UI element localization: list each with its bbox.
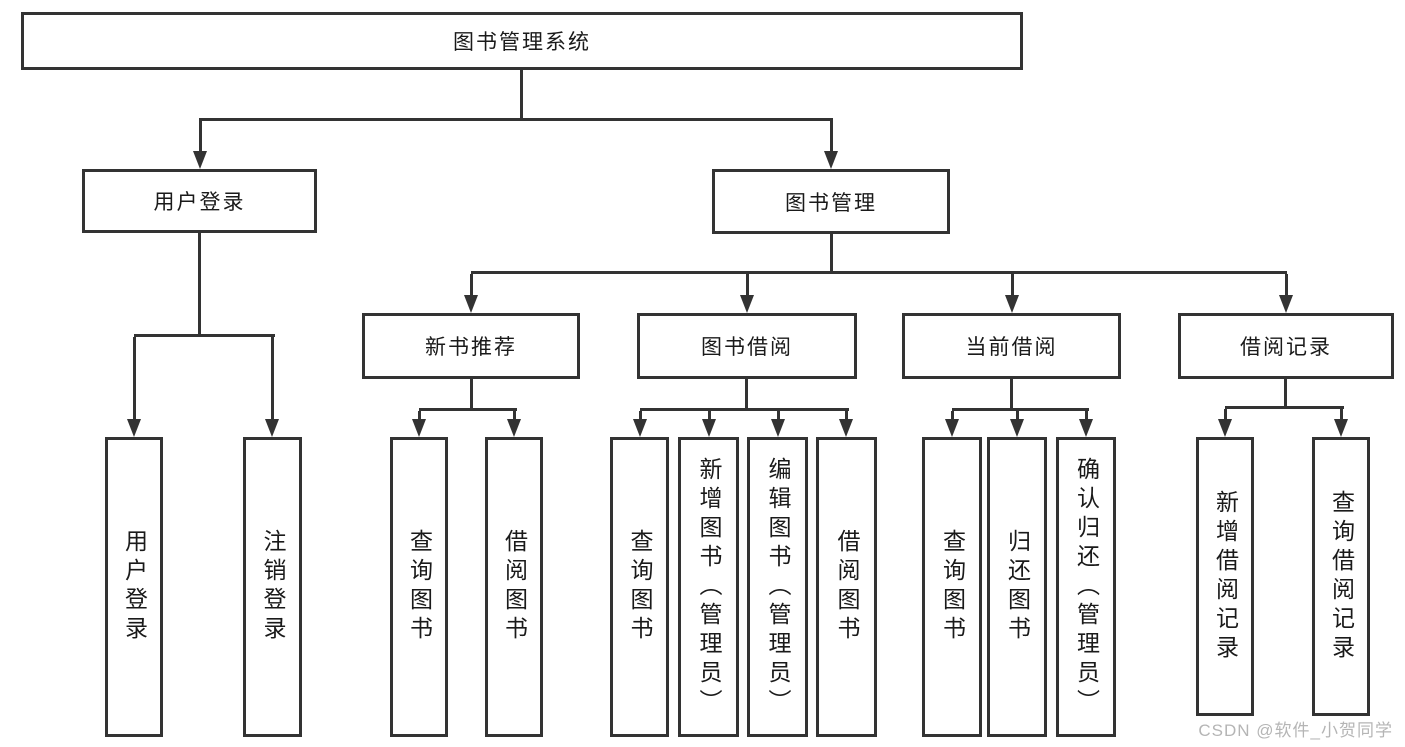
node-new-book-recommend-label: 新书推荐 [425,336,517,359]
leaf-bb-borrow-books: 借阅图书 [816,437,877,737]
arrow-to-br-query-record [1334,409,1348,437]
leaf-user-login: 用户登录 [105,437,163,737]
leaf-bb-borrow-books-label: 借阅图书 [834,529,860,645]
arrow-to-bb-borrow-books [839,411,853,437]
node-root: 图书管理系统 [21,12,1023,70]
connector-bb-stem [745,379,748,408]
node-book-management: 图书管理 [712,169,950,234]
arrow-to-current-borrowing [1005,274,1019,313]
arrow-to-nbr-query-books [412,411,426,437]
arrow-to-cb-query-books [945,411,959,437]
node-current-borrowing-label: 当前借阅 [965,336,1058,359]
leaf-nbr-borrow-books: 借阅图书 [485,437,543,737]
arrow-to-leaf-logout [265,337,279,437]
node-borrowing-records-label: 借阅记录 [1240,336,1332,359]
leaf-bb-edit-books-label: 编辑图书（管理员） [765,456,791,718]
leaf-nbr-query-books: 查询图书 [390,437,448,737]
arrow-to-new-book-recommend [464,274,478,313]
node-new-book-recommend: 新书推荐 [362,313,580,379]
connector-nbr-stem [470,379,473,408]
leaf-br-add-record-label: 新增借阅记录 [1212,489,1239,664]
node-book-management-label: 图书管理 [785,191,877,215]
node-user-login: 用户登录 [82,169,317,233]
connector-br-rail [1225,406,1344,409]
connector-book-management-rail [471,271,1287,274]
leaf-logout: 注销登录 [243,437,302,737]
connector-bb-rail [640,408,849,411]
arrow-to-user-login [193,121,207,169]
connector-user-login-rail [134,334,275,337]
node-root-label: 图书管理系统 [453,31,591,54]
leaf-br-query-record: 查询借阅记录 [1312,437,1370,716]
leaf-nbr-borrow-books-label: 借阅图书 [501,529,528,645]
connector-br-stem [1284,379,1287,406]
arrow-to-cb-return-books [1010,411,1024,437]
connector-user-login-stem [198,233,201,334]
leaf-user-login-label: 用户登录 [121,529,148,645]
arrow-to-book-borrowing [740,274,754,313]
arrow-to-book-management [824,121,838,169]
node-current-borrowing: 当前借阅 [902,313,1121,379]
node-user-login-label: 用户登录 [153,191,246,214]
watermark: CSDN @软件_小贺同学 [1198,721,1393,740]
connector-cb-rail [952,408,1089,411]
arrow-to-bb-edit-books [771,411,785,437]
arrow-to-br-add-record [1218,409,1232,437]
leaf-bb-add-books-label: 新增图书（管理员） [696,456,722,718]
connector-root-rail [199,118,833,121]
connector-root-stem [520,70,523,118]
arrow-to-leaf-user-login [127,337,141,437]
leaf-cb-confirm-return: 确认归还（管理员） [1056,437,1116,737]
node-book-borrowing-label: 图书借阅 [701,336,793,359]
leaf-nbr-query-books-label: 查询图书 [406,529,433,645]
leaf-cb-query-books: 查询图书 [922,437,982,737]
leaf-cb-query-books-label: 查询图书 [939,529,966,645]
connector-cb-stem [1010,379,1013,408]
leaf-br-query-record-label: 查询借阅记录 [1328,489,1355,664]
arrow-to-bb-query-books [633,411,647,437]
connector-book-management-stem [830,234,833,271]
arrow-to-cb-confirm-return [1079,411,1093,437]
leaf-cb-return-books-label: 归还图书 [1004,529,1031,645]
leaf-bb-query-books: 查询图书 [610,437,669,737]
leaf-cb-confirm-return-label: 确认归还（管理员） [1073,456,1100,718]
arrow-to-borrowing-records [1279,274,1293,313]
leaf-br-add-record: 新增借阅记录 [1196,437,1254,716]
leaf-bb-add-books: 新增图书（管理员） [678,437,739,737]
node-book-borrowing: 图书借阅 [637,313,857,379]
leaf-logout-label: 注销登录 [260,529,286,645]
connector-nbr-rail [419,408,517,411]
leaf-cb-return-books: 归还图书 [987,437,1047,737]
leaf-bb-query-books-label: 查询图书 [627,529,653,645]
leaf-bb-edit-books: 编辑图书（管理员） [747,437,808,737]
node-borrowing-records: 借阅记录 [1178,313,1394,379]
arrow-to-bb-add-books [702,411,716,437]
arrow-to-nbr-borrow-books [507,411,521,437]
